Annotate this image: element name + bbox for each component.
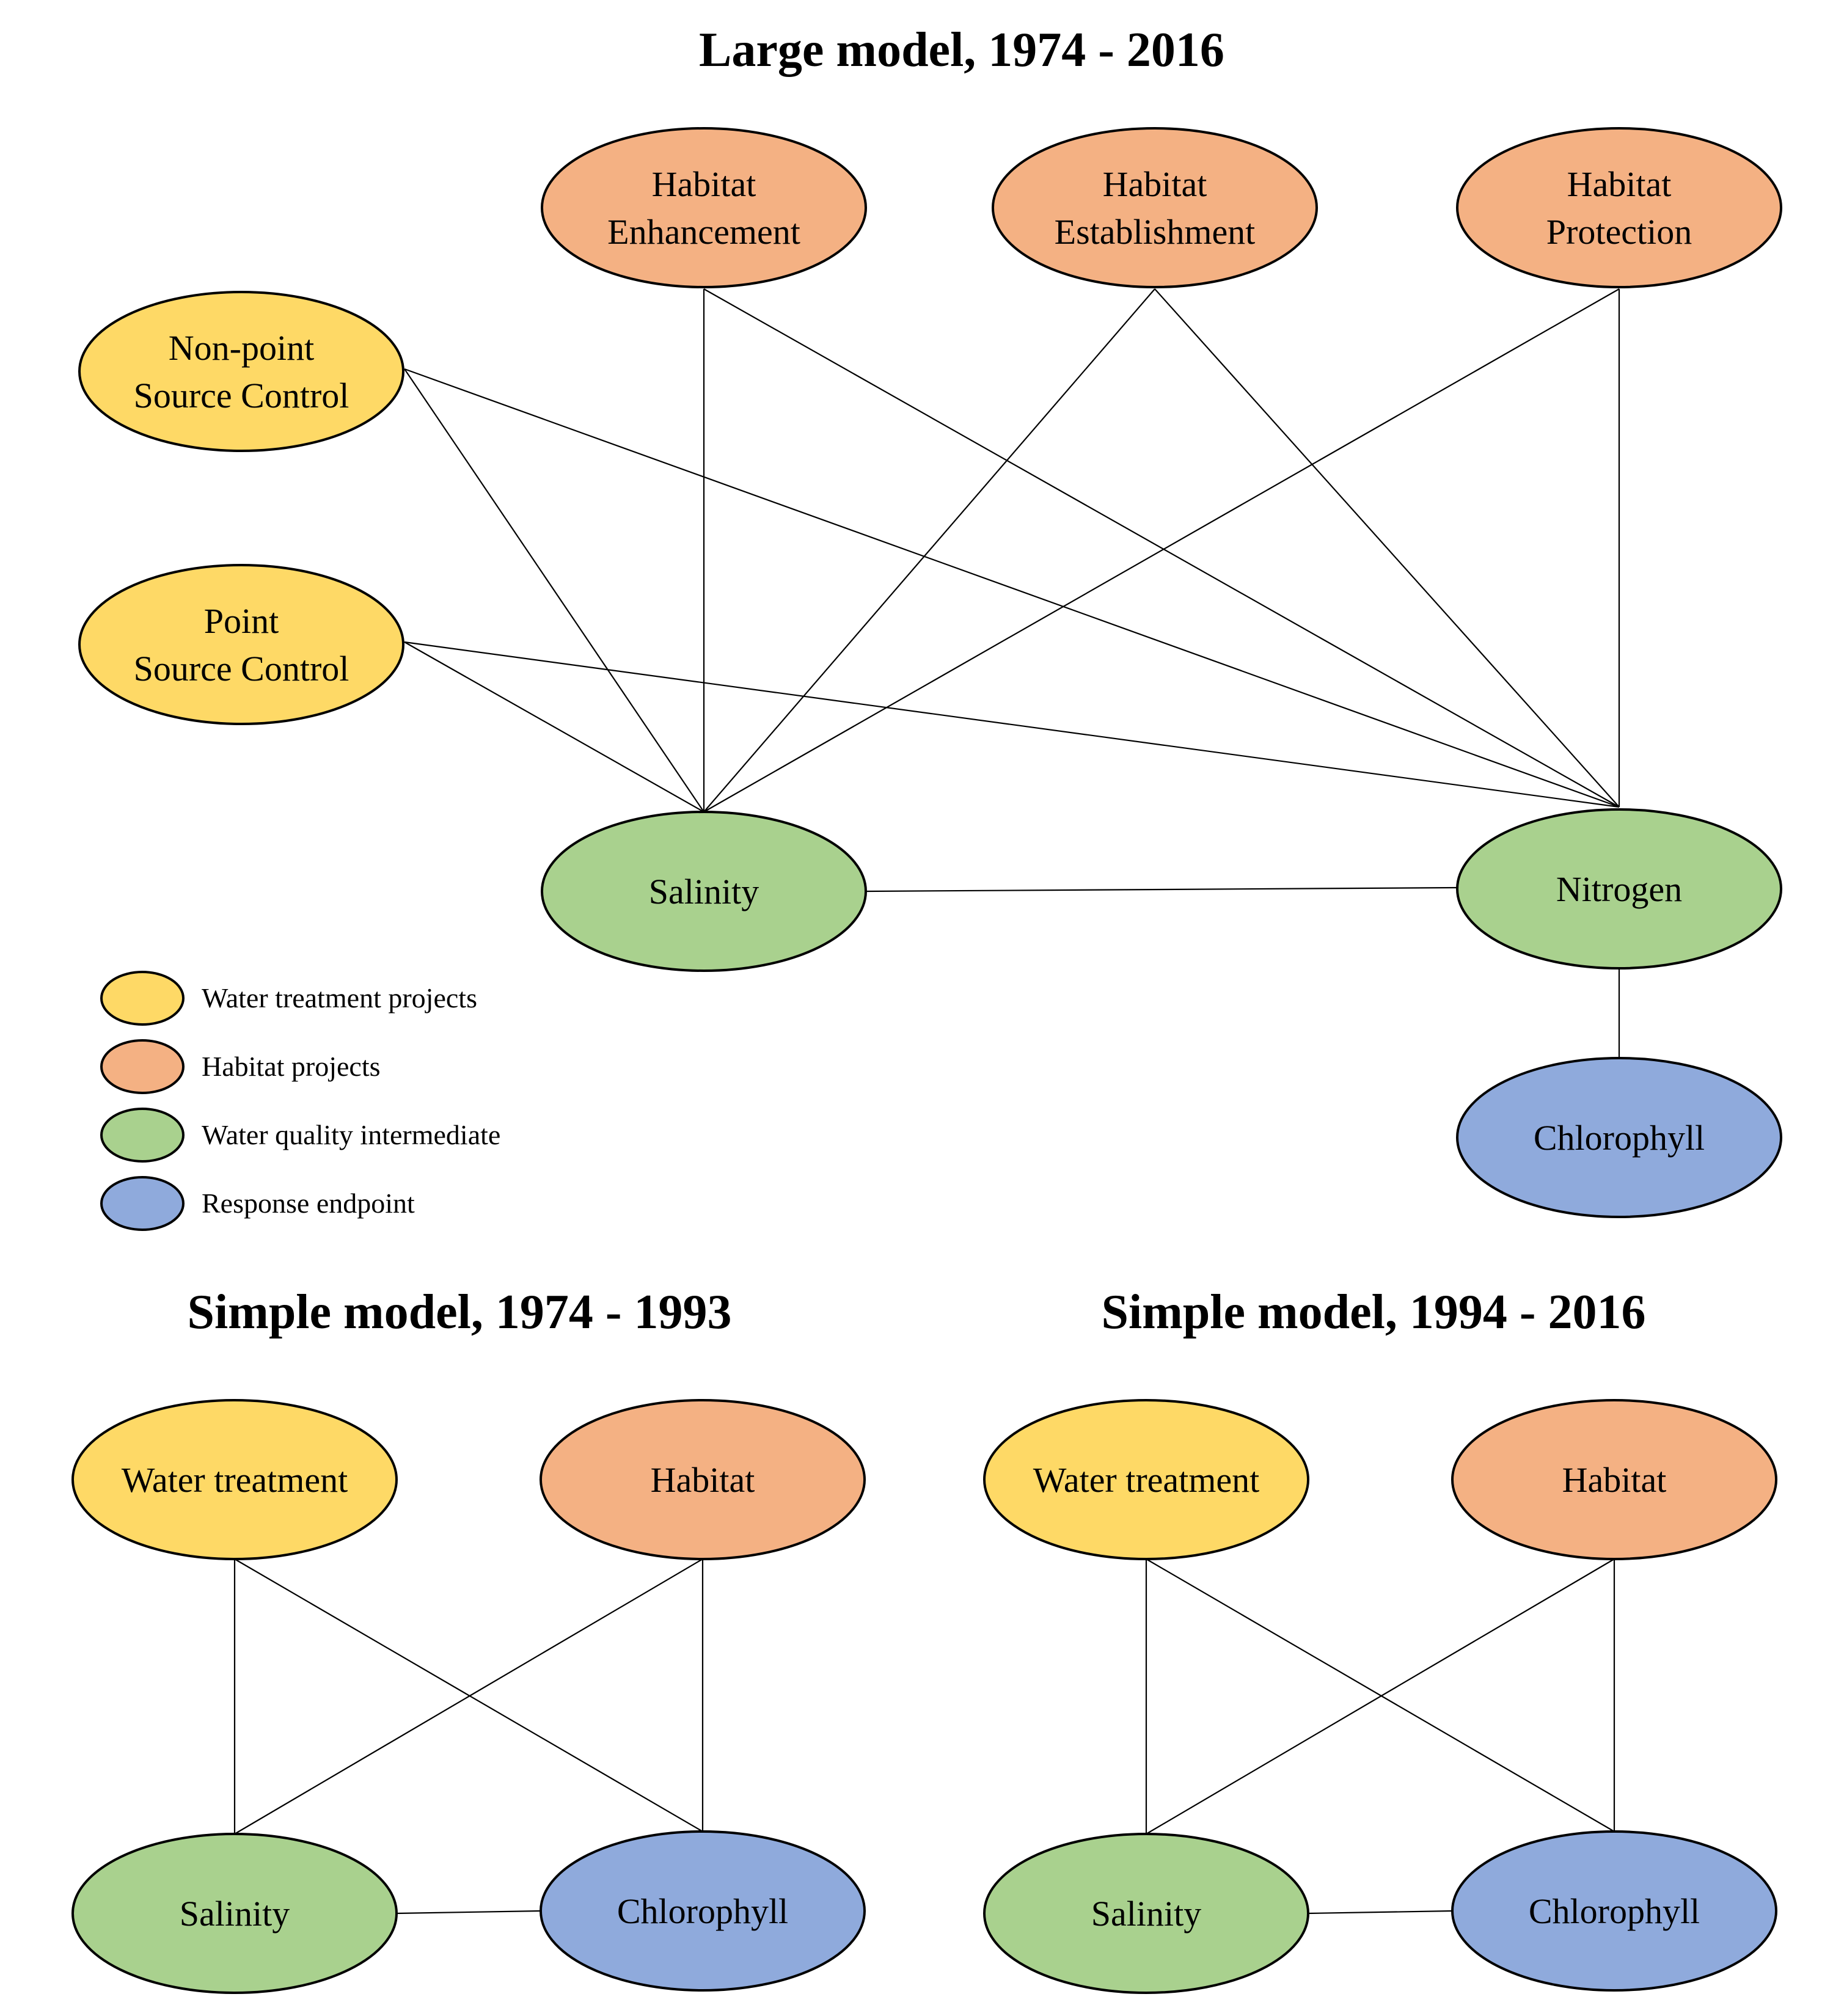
legend-item-habitat: Habitat projects: [100, 1039, 381, 1094]
simple-model-early-title: Simple model, 1974 - 1993: [187, 1285, 731, 1339]
node-water-treatment: Water treatment: [71, 1399, 398, 1560]
node-ellipse: [992, 127, 1318, 288]
legend-item-water-quality: Water quality intermediate: [100, 1108, 500, 1163]
edge-salinity-to-chlorophyll: [1308, 1910, 1453, 1915]
node-salinity: Salinity: [541, 811, 867, 972]
node-label: Habitat: [1103, 164, 1207, 204]
legend-label: Water treatment projects: [202, 982, 477, 1013]
legend-label: Response endpoint: [202, 1188, 415, 1219]
edge-nonpoint-source-control-to-salinity: [404, 368, 704, 813]
legend-swatch: [100, 971, 185, 1026]
edge-point-source-control-to-salinity: [404, 641, 704, 813]
edge-salinity-to-chlorophyll: [396, 1910, 541, 1915]
node-chlorophyll: Chlorophyll: [540, 1830, 866, 1992]
node-ellipse: [983, 1833, 1309, 1994]
node-label: Habitat: [1562, 1460, 1667, 1500]
node-label: Salinity: [1091, 1894, 1201, 1934]
large-model-nodes: HabitatEnhancementHabitatEstablishmentHa…: [78, 127, 1782, 1218]
edge-water-treatment-to-chlorophyll: [234, 1558, 703, 1832]
edge-point-source-control-to-nitrogen: [404, 641, 1620, 808]
simple-model-early-edges: [233, 1558, 704, 1915]
node-label: Non-point: [169, 328, 314, 368]
node-chlorophyll: Chlorophyll: [1451, 1830, 1777, 1992]
node-ellipse: [78, 564, 404, 725]
legend-swatch: [100, 1108, 185, 1163]
node-label: Enhancement: [607, 212, 800, 252]
legend-swatch: [100, 1176, 185, 1231]
node-water-treatment: Water treatment: [983, 1399, 1309, 1560]
node-nitrogen: Nitrogen: [1456, 808, 1782, 970]
large-model-edges: [404, 288, 1620, 1058]
edge-habitat-to-salinity: [234, 1558, 703, 1835]
node-label: Nitrogen: [1556, 869, 1682, 909]
large-model-title: Large model, 1974 - 2016: [699, 23, 1224, 77]
node-ellipse: [78, 291, 404, 452]
simple-model-late-title: Simple model, 1994 - 2016: [1101, 1285, 1645, 1339]
node-label: Establishment: [1055, 212, 1256, 252]
node-salinity: Salinity: [71, 1833, 398, 1994]
node-label: Salinity: [180, 1894, 290, 1934]
node-label: Source Control: [134, 649, 349, 688]
node-label: Point: [204, 601, 279, 641]
node-ellipse: [71, 1833, 398, 1994]
edge-water-treatment-to-chlorophyll: [1146, 1558, 1615, 1832]
node-label: Water treatment: [122, 1460, 348, 1500]
edge-habitat-establishment-to-salinity: [703, 288, 1155, 813]
node-ellipse: [1456, 808, 1782, 970]
node-ellipse: [1451, 1830, 1777, 1992]
edge-habitat-enhancement-to-nitrogen: [703, 288, 1620, 808]
node-label: Protection: [1546, 212, 1692, 252]
node-ellipse: [540, 1830, 866, 1992]
node-label: Water treatment: [1033, 1460, 1260, 1500]
node-chlorophyll: Chlorophyll: [1456, 1057, 1782, 1218]
edge-nonpoint-source-control-to-nitrogen: [404, 368, 1620, 808]
node-label: Chlorophyll: [1529, 1891, 1700, 1931]
legend-swatch: [100, 1039, 185, 1094]
node-habitat: Habitat: [1451, 1399, 1777, 1560]
node-ellipse: [983, 1399, 1309, 1560]
node-ellipse: [541, 127, 867, 288]
edge-habitat-establishment-to-nitrogen: [1154, 288, 1620, 808]
node-label: Chlorophyll: [1534, 1118, 1705, 1158]
legend-label: Habitat projects: [202, 1051, 381, 1082]
edge-habitat-protection-to-salinity: [703, 288, 1620, 813]
node-label: Salinity: [649, 872, 759, 911]
node-ellipse: [1451, 1399, 1777, 1560]
simple-model-late-edges: [1145, 1558, 1615, 1915]
node-label: Chlorophyll: [617, 1891, 788, 1931]
node-ellipse: [1456, 127, 1782, 288]
node-label: Habitat: [652, 164, 756, 204]
node-label: Source Control: [134, 376, 349, 415]
legend-item-response: Response endpoint: [100, 1176, 415, 1231]
legend-item-water-treatment: Water treatment projects: [100, 971, 477, 1026]
node-ellipse: [1456, 1057, 1782, 1218]
node-ellipse: [71, 1399, 398, 1560]
edge-salinity-to-nitrogen: [865, 886, 1458, 893]
node-ellipse: [541, 811, 867, 972]
node-salinity: Salinity: [983, 1833, 1309, 1994]
node-ellipse: [540, 1399, 866, 1560]
edge-habitat-to-salinity: [1146, 1558, 1615, 1835]
node-label: Habitat: [651, 1460, 755, 1500]
legend-label: Water quality intermediate: [202, 1119, 500, 1150]
node-habitat: Habitat: [540, 1399, 866, 1560]
node-label: Habitat: [1567, 164, 1672, 204]
